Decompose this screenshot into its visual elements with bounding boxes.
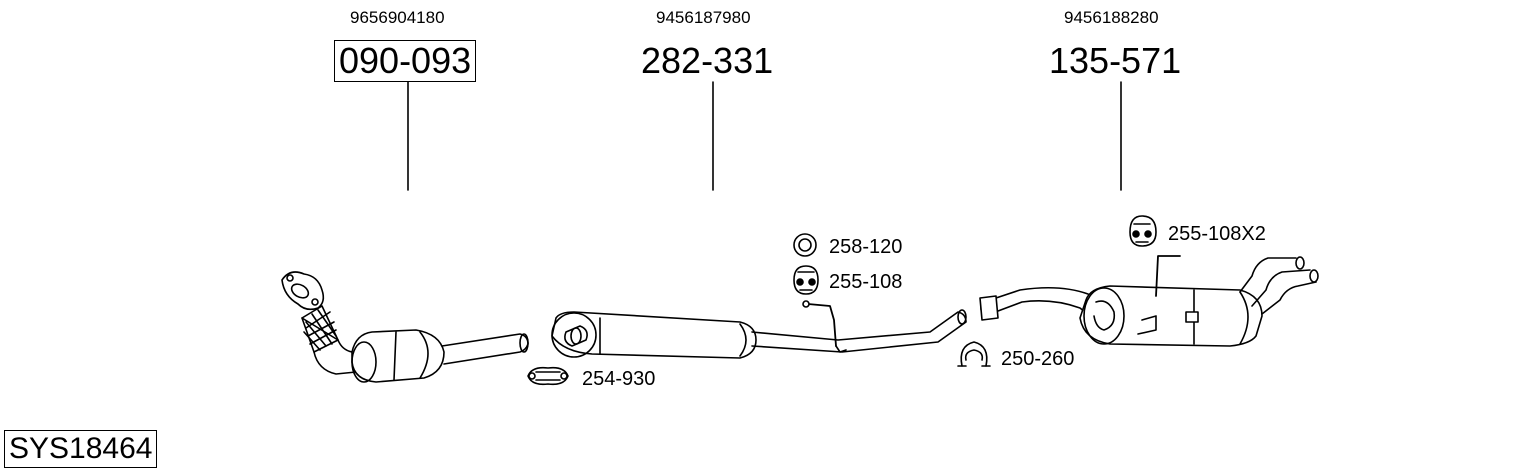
catalyst-part-drawing[interactable] — [281, 271, 529, 383]
pipe-clamp-icon[interactable] — [527, 366, 569, 386]
ring-gasket-icon[interactable] — [793, 233, 817, 257]
rubber-mount-icon[interactable] — [1129, 215, 1157, 247]
rubber-mount-icon[interactable] — [793, 265, 819, 295]
middle-silencer-part-drawing[interactable] — [551, 300, 967, 359]
part-number-rear-silencer[interactable]: 135-571 — [1049, 40, 1182, 81]
accessory-label-ring[interactable]: 258-120 — [829, 236, 903, 258]
accessory-label-rubber-mount-x2[interactable]: 255-108X2 — [1168, 223, 1266, 245]
oem-number-rear-silencer: 9456188280 — [1064, 8, 1159, 27]
system-id-label: SYS18464 — [4, 430, 158, 468]
oem-number-catalyst: 9656904180 — [350, 8, 445, 27]
accessory-label-rubber-mount[interactable]: 255-108 — [829, 271, 903, 293]
oem-number-middle-silencer: 9456187980 — [656, 8, 751, 27]
accessory-label-u-clamp[interactable]: 250-260 — [1001, 348, 1075, 370]
accessory-label-clamp[interactable]: 254-930 — [582, 368, 656, 390]
rear-silencer-part-drawing[interactable] — [979, 255, 1319, 347]
part-number-catalyst[interactable]: 090-093 — [334, 40, 477, 82]
part-number-middle-silencer[interactable]: 282-331 — [641, 40, 774, 81]
u-clamp-icon[interactable] — [957, 341, 991, 367]
